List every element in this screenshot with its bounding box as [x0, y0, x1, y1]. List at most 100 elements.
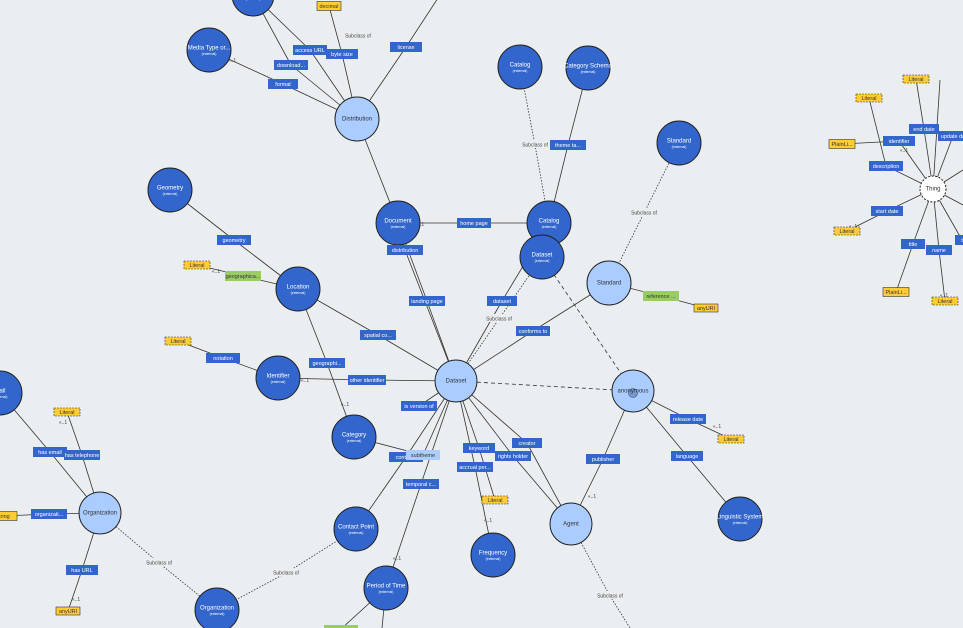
literal-box [882, 287, 910, 297]
property-label: license [397, 45, 414, 51]
class-node-organization[interactable]: Organization [78, 491, 122, 535]
property-p-geometry[interactable]: geometry [217, 235, 251, 245]
literal-l-literal-t2[interactable]: Literal [855, 93, 883, 103]
literal-label: Literal [171, 339, 186, 345]
cardinality-label: «..1 [900, 148, 909, 154]
class-node-dataset-ext[interactable]: Dataset(external) [519, 234, 565, 280]
datatype-property-d-geographica[interactable]: geographica... [225, 271, 261, 281]
property-p-accessurl[interactable]: access URL [293, 45, 327, 55]
class-node-anonymous[interactable]: anonymous [611, 369, 655, 413]
property-p-dataset[interactable]: dataset [487, 296, 517, 306]
class-node-linguistic[interactable]: Linguistic System(external) [717, 496, 764, 542]
property-p-name[interactable]: name [926, 245, 952, 255]
literal-label: decimal [320, 4, 339, 10]
literal-l-literal-tel[interactable]: Literal [53, 407, 81, 417]
class-node-thing[interactable]: Thing [919, 175, 947, 203]
property-p-notation[interactable]: notation [206, 353, 240, 363]
class-node-periodoftime[interactable]: Period of Time(external) [363, 565, 409, 611]
property-box [463, 443, 495, 453]
class-node-agent[interactable]: Agent [549, 502, 593, 546]
class-node-dataset[interactable]: Dataset [434, 359, 478, 403]
property-p-format[interactable]: format [268, 79, 298, 89]
property-p-theme[interactable]: theme ta... [550, 140, 586, 150]
datatype-property-d-reference[interactable]: reference ... [643, 291, 679, 301]
class-node-document[interactable]: Document(external) [375, 200, 421, 246]
datatype-property-d-subtheme[interactable]: subtheme [406, 450, 440, 460]
property-p-enddate[interactable]: end date [909, 124, 939, 134]
property-label: identifier [889, 139, 910, 145]
property-p-organizat[interactable]: organizati... [31, 509, 67, 519]
property-p-title[interactable]: title [901, 239, 925, 249]
class-node-category[interactable]: Category(external) [331, 414, 377, 460]
property-label: geometry [223, 238, 246, 244]
external-marker: (external) [513, 69, 528, 73]
property-p-bytesize[interactable]: byte size [326, 49, 358, 59]
property-p-publisher[interactable]: publisher [586, 454, 620, 464]
property-box [66, 565, 98, 575]
property-p-hastel[interactable]: has telephone [64, 450, 100, 460]
property-p-distribution[interactable]: distribution [387, 245, 423, 255]
literal-l-literal-geo[interactable]: Literal [183, 260, 211, 270]
property-label: end date [913, 127, 934, 133]
class-node-circle [255, 355, 301, 401]
literal-l-anyuri-std[interactable]: anyURI [693, 303, 719, 313]
edge-line [541, 256, 634, 392]
literal-l-decimal[interactable]: decimal [316, 1, 342, 11]
property-p-startdate[interactable]: start date [871, 206, 903, 216]
class-node-geometry[interactable]: Geometry(external) [147, 167, 193, 213]
class-node-organization-ext[interactable]: Organization(external) [194, 587, 240, 628]
property-p-creator[interactable]: creator [512, 438, 542, 448]
class-node-contactpoint[interactable]: Contact Point(external) [333, 506, 379, 552]
property-p-landingpage[interactable]: landing page [409, 296, 445, 306]
subclass-label-bg [141, 558, 177, 566]
property-p-releasedate[interactable]: release date [670, 414, 706, 424]
property-p-download[interactable]: download... [274, 60, 308, 70]
equivalent-class-icon [628, 388, 638, 398]
literal-l-anyuri-org[interactable]: anyURI [55, 606, 81, 616]
property-p-conformsto[interactable]: conforms to [516, 326, 550, 336]
literal-l-literal-release[interactable]: Literal [717, 434, 745, 444]
property-p-rightsholder[interactable]: rights holder [495, 451, 531, 461]
property-p-geographi[interactable]: geographi... [309, 358, 345, 368]
property-p-updateda[interactable]: update da [938, 131, 963, 141]
datatype-property-d-bottom[interactable] [324, 625, 358, 628]
property-p-homepage[interactable]: home page [457, 218, 491, 228]
literal-label: Literal [862, 96, 877, 102]
property-p-identifier[interactable]: identifier [883, 136, 915, 146]
class-node-frequency[interactable]: Frequency(external) [470, 532, 516, 578]
property-p-cut[interactable]: t [955, 235, 963, 245]
class-node-mediatype[interactable]: Media Type or...(external) [186, 27, 232, 73]
property-p-keyword[interactable]: keyword [463, 443, 495, 453]
class-node-location[interactable]: Location(external) [275, 266, 321, 312]
class-node-topnode[interactable]: (external) [232, 0, 274, 17]
literal-l-plainli-2[interactable]: PlainLi... [882, 287, 910, 297]
property-p-hasurl[interactable]: has URL [66, 565, 98, 575]
class-node-catschema[interactable]: Category Schema(external) [564, 45, 613, 91]
class-node-identifier[interactable]: Identifier(external) [255, 355, 301, 401]
class-node-label: Distribution [342, 117, 372, 123]
property-p-spatial[interactable]: spatial co... [360, 330, 396, 340]
property-p-description[interactable]: description [869, 161, 903, 171]
property-p-otherid[interactable]: other identifier [348, 375, 386, 385]
literal-l-string[interactable]: string [0, 511, 18, 521]
property-p-hasemail[interactable]: has email [33, 447, 67, 457]
property-label: conforms to [519, 329, 548, 335]
class-node-standard[interactable]: Standard [586, 260, 632, 306]
literal-l-literal-keyword[interactable]: Literal [481, 495, 509, 505]
property-p-temporal[interactable]: temporal c... [403, 479, 439, 489]
class-node-email-node[interactable]: mail(external) [0, 370, 23, 416]
class-node-standard-ext[interactable]: Standard(external) [656, 120, 702, 166]
literal-l-plainli-1[interactable]: PlainLi... [828, 139, 856, 149]
literal-l-literal-t4[interactable]: Literal [931, 296, 959, 306]
literal-l-literal-t3[interactable]: Literal [833, 226, 861, 236]
property-label: download... [277, 63, 306, 69]
property-p-language[interactable]: language [671, 451, 703, 461]
literal-l-literal-notation[interactable]: Literal [164, 336, 192, 346]
property-p-license[interactable]: license [390, 42, 422, 52]
literal-l-literal-t1[interactable]: Literal [902, 74, 930, 84]
property-p-isversion[interactable]: is version of [401, 401, 437, 411]
class-node-catalog-top[interactable]: Catalog(external) [497, 44, 543, 90]
class-node-distribution[interactable]: Distribution [334, 96, 380, 142]
property-p-accrual[interactable]: accrual per... [457, 462, 493, 472]
